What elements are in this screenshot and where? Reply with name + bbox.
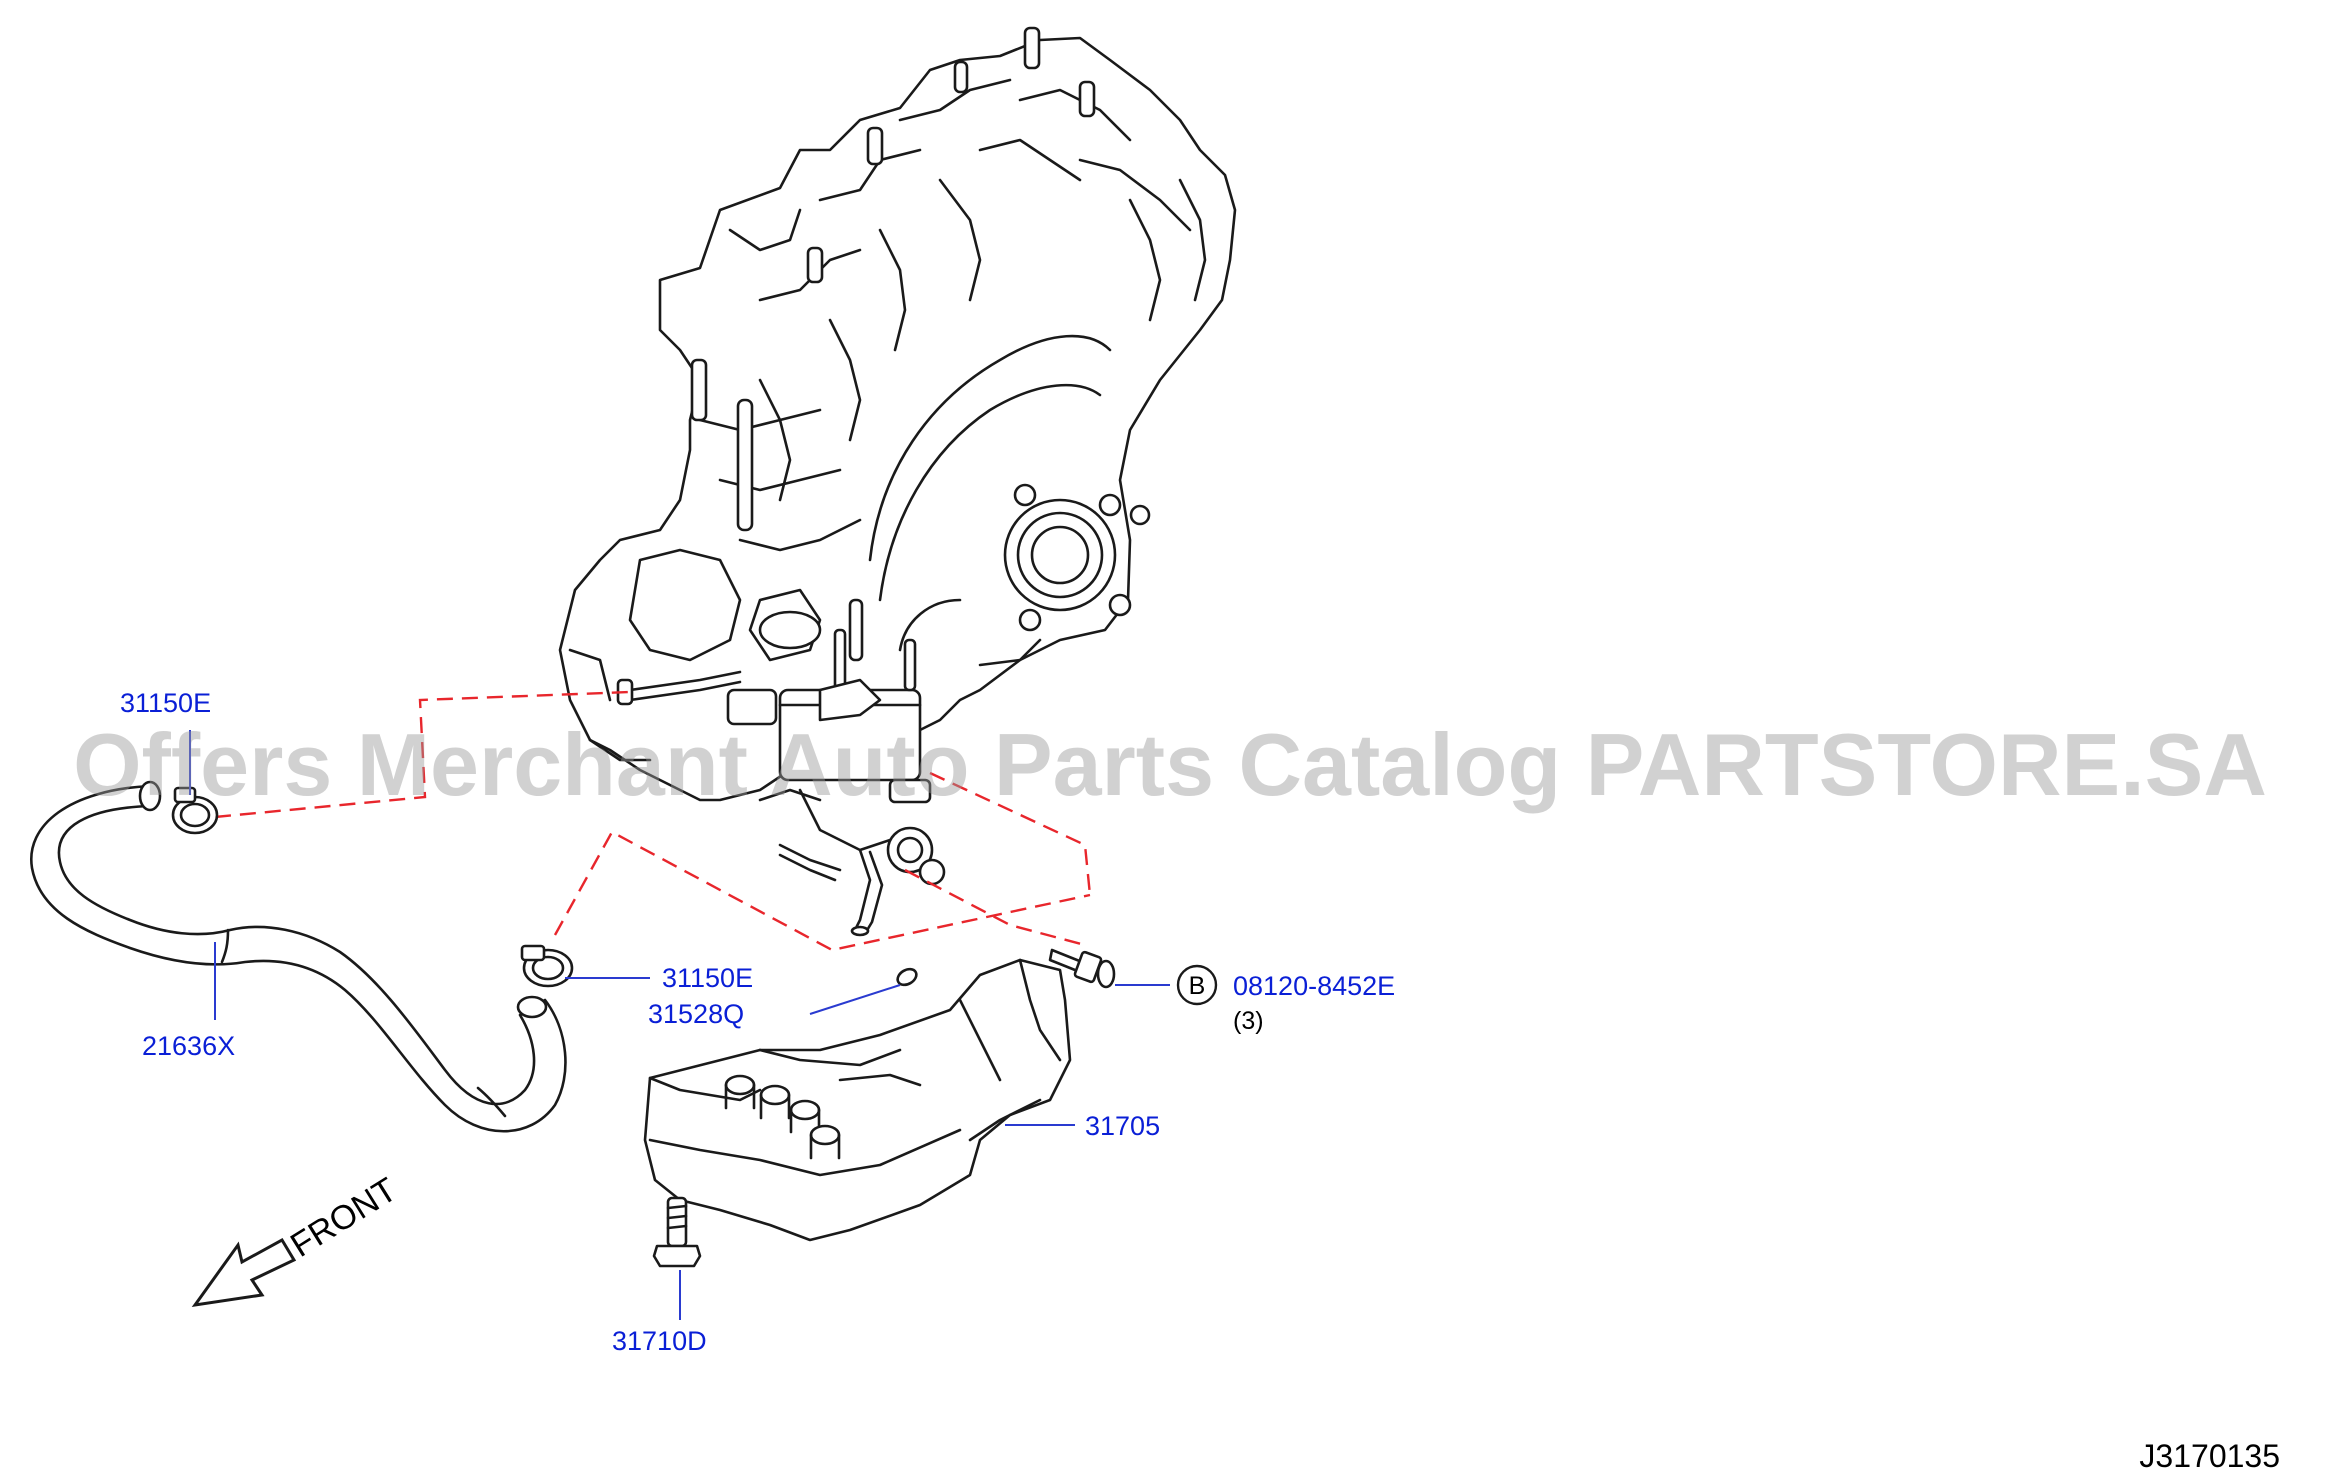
diagram-reference-code: J3170135 [2139, 1438, 2280, 1474]
strainer-31705 [643, 958, 1072, 1242]
transmission-assembly [558, 26, 1237, 937]
callout-bolt-b-quantity: (3) [1233, 1007, 1264, 1035]
hose-21636x [29, 780, 567, 1133]
front-direction-indicator: FRONT [191, 1171, 404, 1308]
callout-clamp-upper: 31150E [120, 688, 211, 718]
clamp-lower [520, 944, 574, 988]
bolt-lower [652, 1196, 702, 1268]
bolt-b-symbol-letter: B [1189, 972, 1206, 1000]
clamp-upper [171, 786, 219, 835]
front-label: FRONT [284, 1171, 403, 1265]
front-arrow-icon [191, 1237, 297, 1308]
relation-lines [214, 690, 1092, 952]
callout-strainer: 31705 [1085, 1111, 1160, 1141]
o-ring [896, 967, 918, 987]
callout-o-ring: 31528Q [648, 999, 744, 1029]
callout-bolt-lower: 31710D [612, 1326, 707, 1356]
callout-clamp-lower: 31150E [662, 963, 753, 993]
bolt-b-symbol-circle [1176, 964, 1218, 1006]
callout-bolt-b: 08120-8452E [1233, 971, 1395, 1001]
callout-hose: 21636X [142, 1031, 235, 1061]
leader-lines [189, 730, 1170, 1320]
bolt-b [1048, 948, 1116, 989]
watermark-text: Offers Merchant Auto Parts Catalog PARTS… [73, 715, 2267, 814]
